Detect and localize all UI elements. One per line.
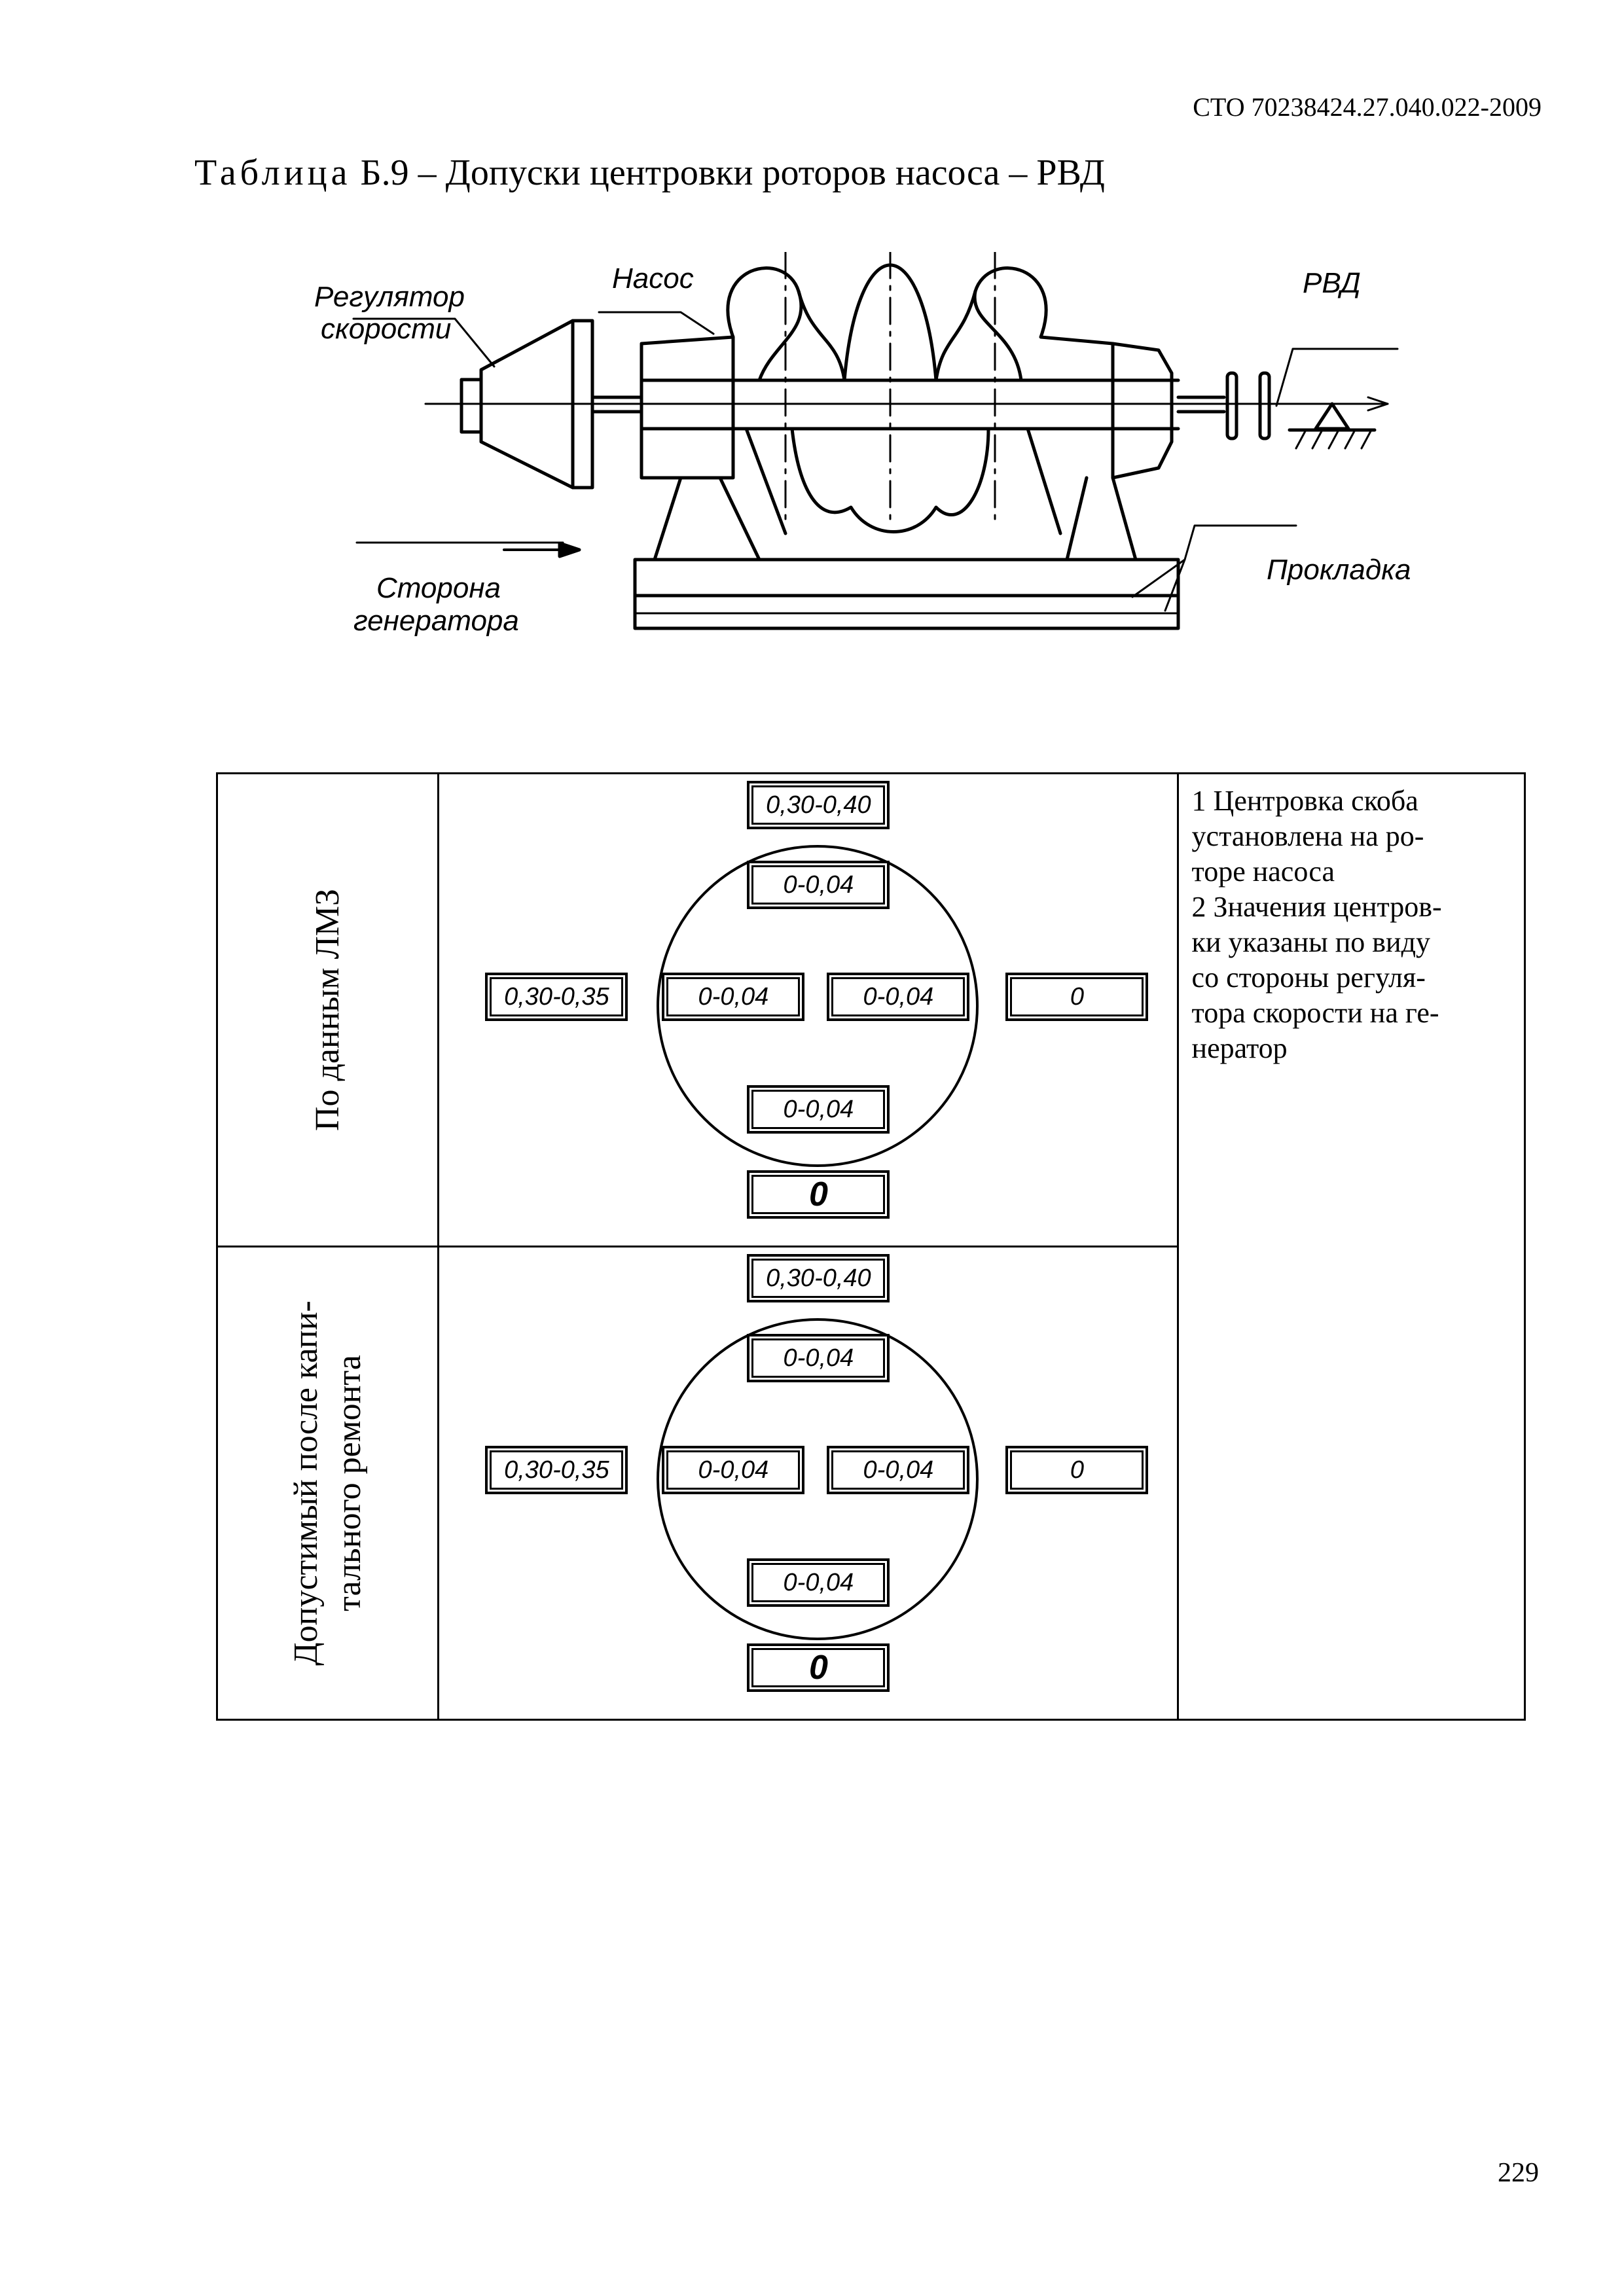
note-line: ки указаны по виду bbox=[1191, 926, 1430, 958]
alignment-diagram-cell: 0,30-0,40 0-0,04 0,30-0,35 0-0,04 0-0,04… bbox=[437, 772, 1179, 1247]
value-left-inner: 0-0,04 bbox=[662, 973, 805, 1021]
value-bottom-outer: 0 bbox=[747, 1643, 890, 1692]
value-top-inner: 0-0,04 bbox=[747, 1334, 890, 1382]
table-row: Допустимый после капи- тального ремонта … bbox=[215, 1246, 1525, 1721]
pump-left-casing bbox=[640, 335, 735, 480]
row-label-line: По данным ЛМЗ bbox=[308, 888, 346, 1132]
alignment-diagram-cell: 0,30-0,40 0-0,04 0,30-0,35 0-0,04 0-0,04… bbox=[437, 1246, 1179, 1721]
gasket-leader bbox=[1131, 524, 1297, 598]
generator-arrowhead bbox=[558, 541, 581, 558]
value-left-outer: 0,30-0,35 bbox=[485, 973, 628, 1021]
pedestal-left-web bbox=[718, 476, 761, 562]
gasket-leader-2 bbox=[1164, 558, 1186, 612]
notes-cell: 1 Центровка скоба установлена на ро- тор… bbox=[1176, 772, 1526, 1721]
value-right-outer: 0 bbox=[1005, 973, 1149, 1021]
coupling-half-1 bbox=[1225, 371, 1238, 440]
pedestal-right-web bbox=[1065, 476, 1089, 562]
pump-leader bbox=[598, 311, 715, 335]
value-left-inner: 0-0,04 bbox=[662, 1446, 805, 1494]
coupling-half-2 bbox=[1258, 371, 1271, 440]
rvd-label: РВД bbox=[1303, 267, 1361, 299]
row-label-cell: По данным ЛМЗ bbox=[215, 772, 440, 1247]
table-title-prefix: Таблица bbox=[194, 152, 352, 193]
support-triangle bbox=[1314, 402, 1350, 431]
value-left-outer: 0,30-0,35 bbox=[485, 1446, 628, 1494]
pedestal-right bbox=[1111, 476, 1138, 562]
impeller-3-top bbox=[934, 266, 1115, 382]
value-right-inner: 0-0,04 bbox=[827, 1446, 970, 1494]
regulator-flange bbox=[571, 319, 594, 490]
support-hatch bbox=[1295, 429, 1373, 450]
note-line: 2 Значения центров- bbox=[1191, 891, 1442, 923]
regulator-label-2: скорости bbox=[321, 313, 451, 345]
gasket-label: Прокладка bbox=[1267, 554, 1411, 586]
notes: 1 Центровка скоба установлена на ро- тор… bbox=[1192, 783, 1511, 1066]
value-right-outer: 0 bbox=[1005, 1446, 1149, 1494]
pump-assembly-figure: Регулятор скорости Насос РВД Сторона ген… bbox=[314, 251, 1453, 671]
generator-label-1: Сторона bbox=[376, 572, 501, 604]
regulator-end-cap bbox=[460, 378, 483, 434]
base-frame-top bbox=[633, 558, 1180, 598]
note-line: установлена на ро- bbox=[1191, 820, 1424, 852]
pump-right-casing bbox=[1111, 342, 1174, 480]
note-line: нератор bbox=[1191, 1032, 1288, 1064]
row-label: Допустимый после капи- тального ремонта bbox=[285, 1300, 371, 1666]
impeller-1-top bbox=[726, 266, 803, 382]
table-title-text: Б.9 – Допуски центровки роторов насоса –… bbox=[351, 152, 1105, 193]
pedestal-left-inner bbox=[744, 427, 787, 535]
alignment-circle bbox=[657, 845, 979, 1167]
row-label-cell: Допустимый после капи- тального ремонта bbox=[215, 1246, 440, 1721]
value-bottom-outer: 0 bbox=[747, 1170, 890, 1219]
value-top-outer: 0,30-0,40 bbox=[747, 1254, 890, 1302]
alignment-diagram: 0,30-0,40 0-0,04 0,30-0,35 0-0,04 0-0,04… bbox=[439, 774, 1176, 1246]
alignment-diagram: 0,30-0,40 0-0,04 0,30-0,35 0-0,04 0-0,04… bbox=[439, 1247, 1176, 1719]
base-frame-bottom bbox=[633, 594, 1180, 630]
table-row: По данным ЛМЗ 0,30-0,40 0-0,04 0,30-0,35… bbox=[215, 772, 1526, 1721]
page-number: 229 bbox=[1498, 2158, 1539, 2188]
generator-label-2: генератора bbox=[353, 605, 519, 637]
impellers-bottom bbox=[790, 427, 990, 533]
row-label-line: Допустимый после капи- bbox=[287, 1300, 325, 1666]
value-bottom-inner: 0-0,04 bbox=[747, 1085, 890, 1134]
impeller-3-inner bbox=[973, 289, 1023, 382]
pump-label: Насос bbox=[612, 262, 694, 295]
alignment-circle bbox=[657, 1318, 979, 1640]
tolerance-table: По данным ЛМЗ 0,30-0,40 0-0,04 0,30-0,35… bbox=[215, 772, 1526, 1721]
value-top-inner: 0-0,04 bbox=[747, 861, 890, 909]
pump-assembly-drawing: Регулятор скорости Насос РВД Сторона ген… bbox=[314, 251, 1411, 637]
regulator-label-1: Регулятор bbox=[314, 281, 465, 313]
rvd-leader bbox=[1275, 348, 1399, 407]
value-right-inner: 0-0,04 bbox=[827, 973, 970, 1021]
row-label-line: тального ремонта bbox=[330, 1355, 368, 1611]
document-code: СТО 70238424.27.040.022-2009 bbox=[1193, 92, 1542, 122]
value-top-outer: 0,30-0,40 bbox=[747, 781, 890, 829]
pedestal-right-inner bbox=[1026, 427, 1062, 535]
note-line: торе насоса bbox=[1191, 855, 1335, 888]
regulator-leader bbox=[352, 317, 496, 368]
table-title: Таблица Б.9 – Допуски центровки роторов … bbox=[194, 152, 1105, 194]
note-line: 1 Центровка скоба bbox=[1191, 785, 1418, 817]
row-label: По данным ЛМЗ bbox=[306, 889, 350, 1131]
axis-arrow bbox=[1367, 396, 1389, 412]
pedestal-left bbox=[653, 476, 683, 562]
value-bottom-inner: 0-0,04 bbox=[747, 1558, 890, 1607]
note-line: тора скорости на ге- bbox=[1191, 997, 1439, 1029]
impeller-1-right bbox=[797, 289, 846, 382]
note-line: со стороны регуля- bbox=[1191, 961, 1426, 994]
